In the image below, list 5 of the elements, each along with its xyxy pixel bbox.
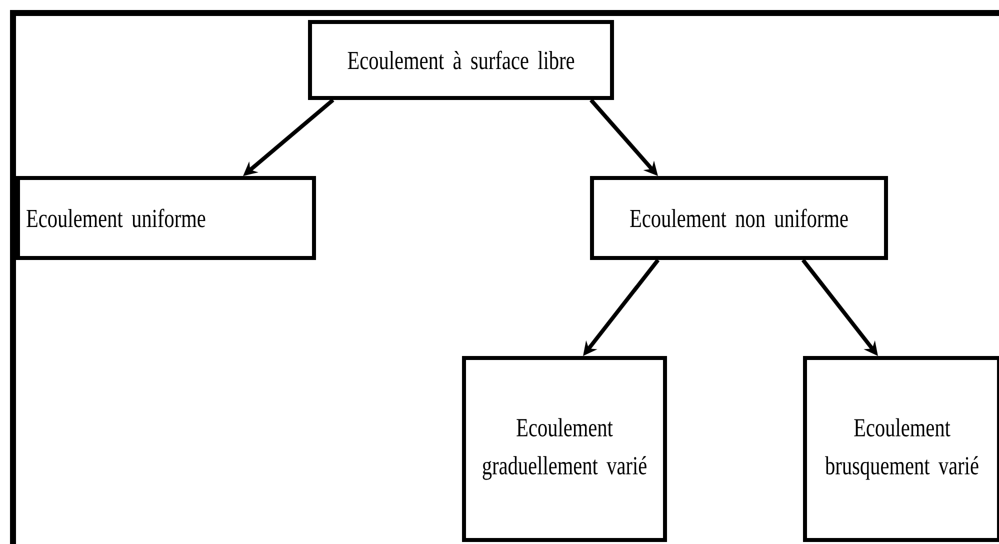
box: Ecoulement graduellement varié <box>462 356 667 542</box>
box: Ecoulement uniforme <box>16 176 316 260</box>
box: Ecoulement non uniforme <box>590 176 888 260</box>
box: Ecoulement à surface libre <box>308 20 614 100</box>
box: Ecoulement brusquement varié <box>803 356 999 542</box>
